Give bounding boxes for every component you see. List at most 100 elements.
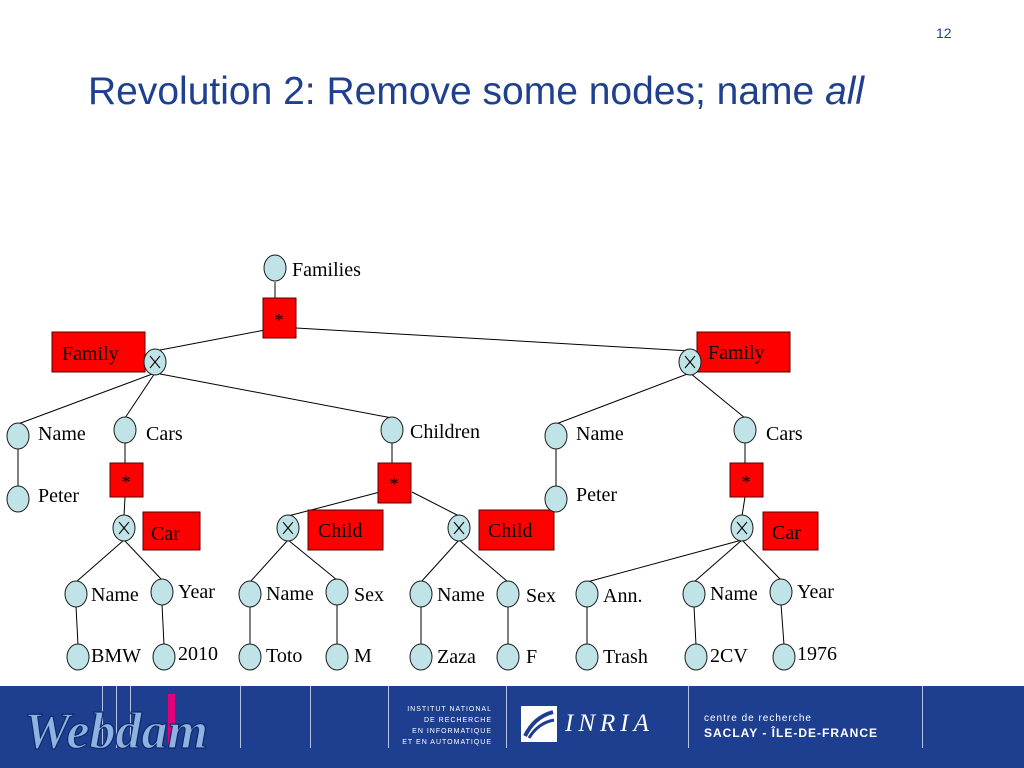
footer-divider [240,686,241,748]
red-label-box [762,511,819,551]
tree-node [6,485,30,513]
tree-edge [154,372,393,419]
tree-node [150,578,174,606]
node-label: Zaza [437,646,476,668]
tree-edge [693,605,697,646]
node-label: Trash [603,646,648,668]
node-cross-mark [684,355,696,369]
tree-node [544,422,568,450]
tree-node [325,643,349,671]
webdam-logo: Webdam [23,694,209,761]
node-label: Peter [576,484,617,506]
footer-divider [102,686,103,748]
institut-line: EN INFORMATIQUE [412,728,492,735]
node-label: Ann. [603,585,642,607]
webdam-logo-text: Webdam [24,703,208,760]
footer-divider [310,686,311,748]
tree-edge [75,605,79,646]
node-cross-mark [453,521,465,535]
tree-node [113,416,137,444]
tree-edge [586,539,743,583]
repetition-box [109,462,144,498]
node-label: Name [266,583,314,605]
red-box-label: Car [151,523,180,545]
tree-node [682,580,706,608]
tree-edge [123,496,126,517]
tree-edge [741,496,746,517]
repetition-box [729,462,764,498]
tree-edge [741,539,782,581]
tree-edge [780,603,785,646]
node-label: M [354,645,372,667]
node-label: Peter [38,485,79,507]
webdam-logo-bar [168,694,175,744]
centre-line1: centre de recherche [704,713,812,724]
tree-node [769,578,793,606]
tree-node [496,643,520,671]
tree-node [772,643,796,671]
tree-node [575,580,599,608]
star-symbol: * [742,472,751,492]
tree-node [66,643,90,671]
inria-logo: INRIA [521,706,681,746]
centre-line2: SACLAY - ÎLE-DE-FRANCE [704,726,879,740]
institut-line: ET EN AUTOMATIQUE [402,739,492,746]
node-label: BMW [91,645,141,667]
node-label: Name [437,584,485,606]
footer-divider [116,686,117,748]
tree-node [238,580,262,608]
red-box-label: Child [488,520,532,542]
red-box-label: Child [318,520,362,542]
tree-node [152,643,176,671]
tree-node [64,580,88,608]
red-label-box [307,509,384,551]
tree-edge [693,539,743,583]
node-label: Sex [526,585,556,607]
title-main: Revolution 2: Remove some nodes; name [88,70,826,113]
institut-line: INSTITUT NATIONAL [407,706,492,713]
tree-node [409,643,433,671]
node-label: Cars [146,423,183,445]
institut-line: DE RECHERCHE [423,717,492,724]
tree-node [263,254,287,282]
tree-edge [287,539,338,581]
tree-node [380,416,404,444]
tree-edge [287,491,381,517]
red-box-label: Family [62,343,119,365]
node-label: 2010 [178,643,218,665]
node-label: Children [410,421,480,443]
tree-edge [411,491,460,517]
tree-edge [124,372,156,419]
star-symbol: * [275,310,284,330]
node-label: Year [178,581,215,603]
tree-node [544,485,568,513]
star-symbol: * [390,474,399,494]
tree-node [409,580,433,608]
repetition-box [377,462,412,504]
node-label: F [526,646,537,668]
tree-edge [17,372,156,425]
node-label: Name [576,423,624,445]
tree-edge [689,372,746,419]
tree-edge [295,327,691,352]
tree-node [575,643,599,671]
footer-divider [922,686,923,748]
node-label: 2CV [710,645,748,667]
node-cross-mark [736,521,748,535]
node-cross-mark [118,521,130,535]
title-emphasis: all [825,70,865,113]
inria-logo-text: INRIA [565,710,654,737]
tree-edge [249,539,289,583]
tree-edge [555,372,691,425]
repetition-box [262,297,297,339]
node-label: Toto [266,645,302,667]
footer-divider [388,686,389,748]
footer-bar: Webdam INSTITUT NATIONAL DE RECHERCHE EN… [0,686,1024,768]
footer-divider [688,686,689,748]
node-label: 1976 [797,643,837,665]
tree-node [6,422,30,450]
node-label: Sex [354,584,384,606]
node-label: Year [797,581,834,603]
node-label: Name [91,584,139,606]
